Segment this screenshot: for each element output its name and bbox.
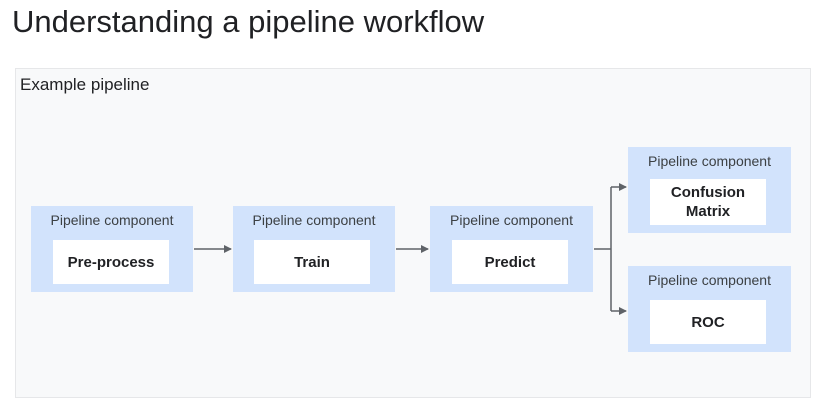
component-label: Pipeline component xyxy=(450,212,573,228)
component-label: Pipeline component xyxy=(50,212,174,228)
component-label: Pipeline component xyxy=(648,272,771,288)
pipeline-component-confusion-matrix: Pipeline component Confusion Matrix xyxy=(628,147,791,233)
pipeline-component-predict: Pipeline component Predict xyxy=(430,206,593,292)
slide-title: Understanding a pipeline workflow xyxy=(12,4,485,39)
step-confusion-matrix: Confusion Matrix xyxy=(650,179,766,225)
pipeline-component-roc: Pipeline component ROC xyxy=(628,266,791,352)
component-label: Pipeline component xyxy=(252,212,376,228)
pipeline-component-train: Pipeline component Train xyxy=(233,206,395,292)
step-train: Train xyxy=(254,240,370,284)
component-label: Pipeline component xyxy=(648,153,771,169)
step-predict: Predict xyxy=(452,240,568,284)
pipeline-component-preprocess: Pipeline component Pre-process xyxy=(31,206,193,292)
step-roc: ROC xyxy=(650,300,766,344)
panel-label: Example pipeline xyxy=(20,75,150,94)
step-preprocess: Pre-process xyxy=(53,240,169,284)
